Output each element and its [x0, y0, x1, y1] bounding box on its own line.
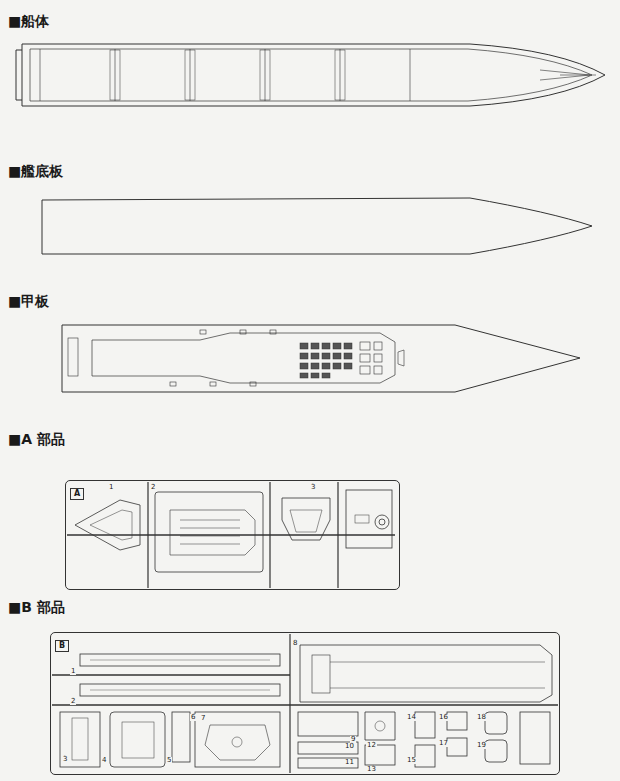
sprue-letter: A — [70, 488, 84, 500]
part-number: 10 — [344, 743, 355, 750]
part-number: 3 — [62, 756, 68, 763]
part-number: 12 — [366, 742, 377, 749]
part-number: 5 — [166, 757, 172, 764]
section-heading: ■艦底板 — [8, 164, 63, 178]
part-number: 1 — [108, 484, 114, 491]
section-heading: ■船体 — [8, 14, 49, 28]
part-number: 13 — [366, 766, 377, 773]
part-number: 17 — [438, 740, 449, 747]
part-number: 16 — [438, 714, 449, 721]
part-number: 7 — [200, 715, 206, 722]
section-heading: ■甲板 — [8, 294, 49, 308]
part-number: 2 — [150, 484, 156, 491]
part-number: 3 — [310, 484, 316, 491]
part-number: 1 — [70, 668, 76, 675]
part-number: 14 — [406, 714, 417, 721]
section-heading: ■B 部品 — [8, 600, 65, 614]
part-number: 9 — [350, 736, 356, 743]
sprue-frame: B — [50, 632, 560, 775]
part-number: 11 — [344, 759, 355, 766]
part-number: 2 — [70, 698, 76, 705]
sprue-frame: A — [65, 480, 400, 590]
part-number: 19 — [476, 742, 487, 749]
part-number: 8 — [292, 640, 298, 647]
part-number: 18 — [476, 714, 487, 721]
sprue-letter: B — [55, 640, 69, 652]
part-number: 4 — [101, 757, 107, 764]
part-number: 6 — [190, 714, 196, 721]
part-number: 15 — [406, 757, 417, 764]
section-heading: ■A 部品 — [8, 432, 65, 446]
